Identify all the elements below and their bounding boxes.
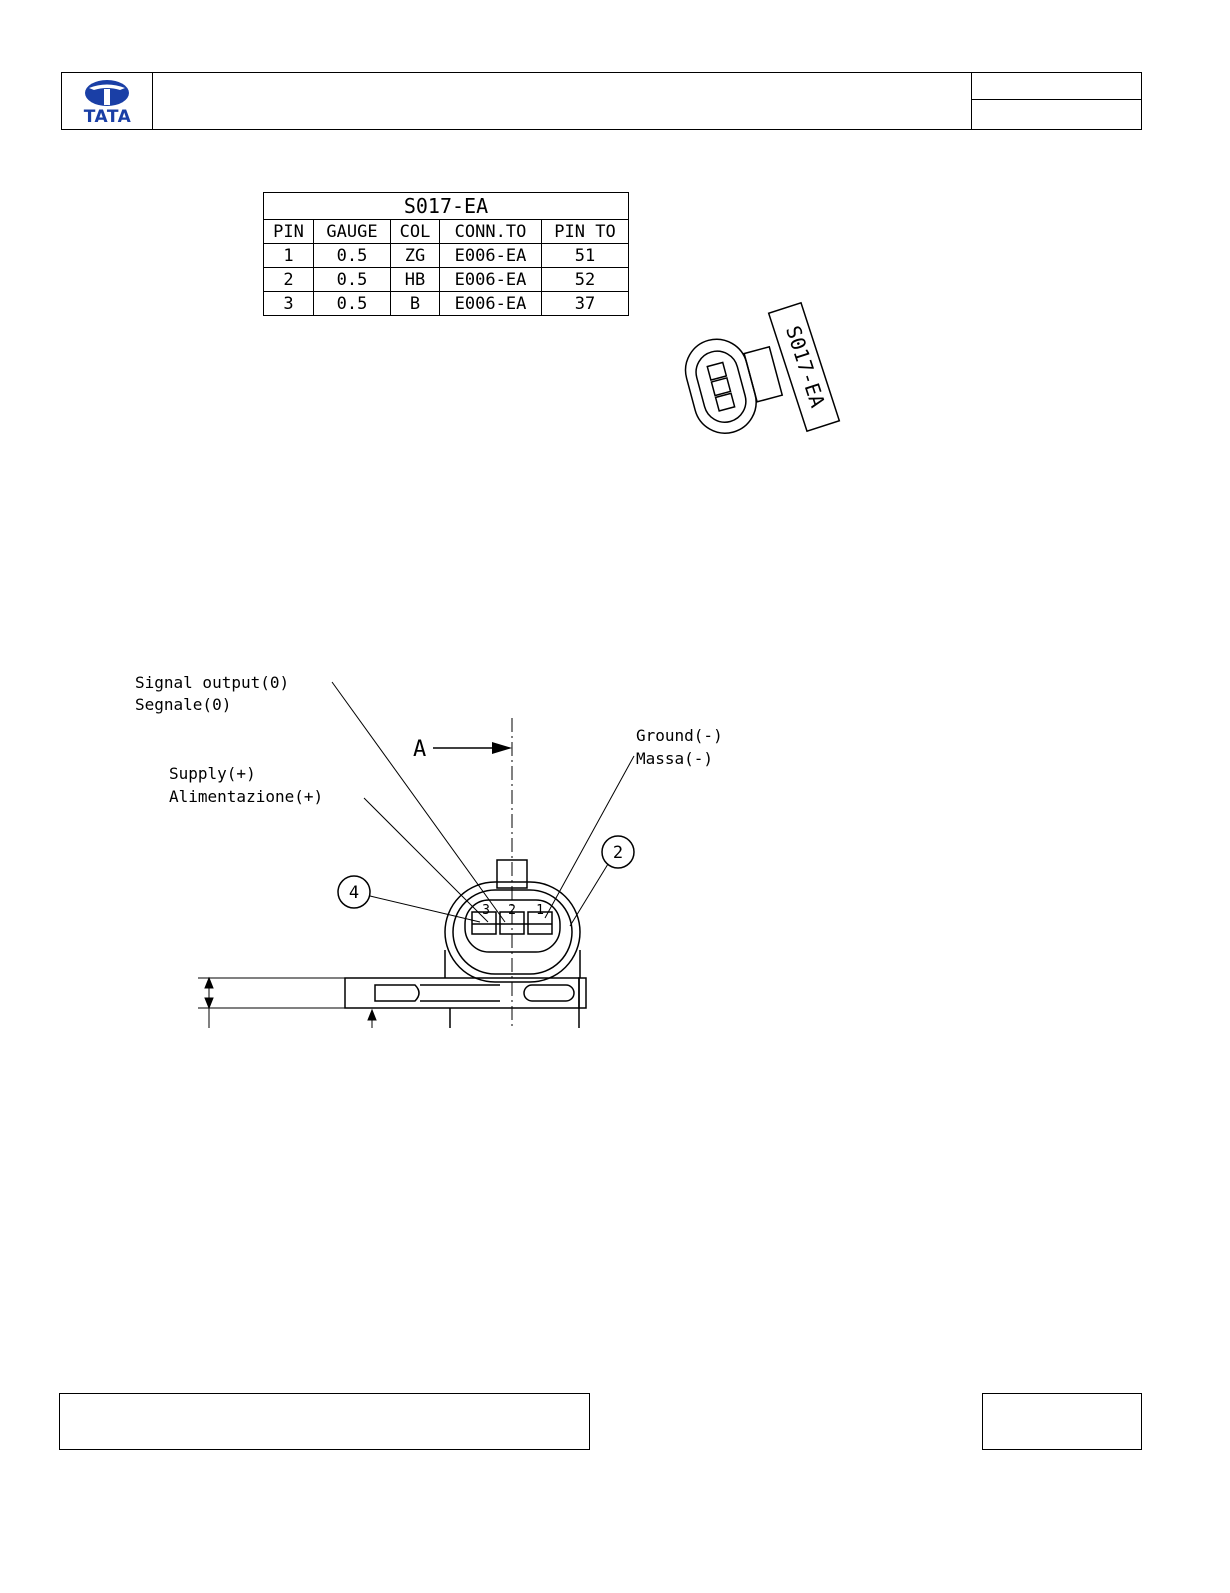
callout-4-circle: [337, 875, 371, 909]
cell-gauge: 0.5: [313, 243, 391, 268]
connector-sketch: S017-EA: [684, 301, 841, 434]
logo-cell: TATA: [62, 73, 153, 129]
header-divider: [972, 99, 1141, 100]
cell-col: ZG: [390, 243, 440, 268]
pin-cavity-3: [706, 361, 728, 381]
cell-pin-to: 52: [541, 267, 629, 292]
connector-latch: [743, 345, 784, 403]
sensor-drawing: Signal output(0) Segnale(0) Supply(+) Al…: [135, 673, 723, 1028]
connector-body: [684, 338, 757, 434]
supply-label: Supply(+): [169, 764, 256, 783]
table-row: 1 0.5 ZG E006-EA 51: [263, 243, 629, 268]
table-header-row: PIN GAUGE COL CONN.TO PIN TO: [263, 219, 629, 244]
signal-leader-line: [331, 681, 506, 923]
cell-pin: 1: [263, 243, 314, 268]
cell-pin: 3: [263, 291, 314, 316]
sensor-base: [344, 977, 587, 1028]
connector-inner: [695, 350, 747, 423]
cell-pin-to: 51: [541, 243, 629, 268]
cell-gauge: 0.5: [313, 291, 391, 316]
callout-4-number: 4: [349, 883, 359, 903]
supply-leader-line: [363, 797, 489, 923]
cell-conn-to: E006-EA: [439, 291, 542, 316]
view-a-label: A: [413, 737, 426, 762]
callout-2-circle: [601, 835, 635, 869]
pin-number-3: 3: [482, 903, 490, 918]
logo-wordmark: TATA: [83, 107, 132, 127]
document-header: TATA: [61, 72, 1142, 130]
cell-col: B: [390, 291, 440, 316]
connector-tag-box: [767, 301, 841, 433]
tata-logo-icon: [85, 80, 129, 106]
table-title: S017-EA: [263, 192, 629, 220]
cell-conn-to: E006-EA: [439, 243, 542, 268]
supply-label-it: Alimentazione(+): [169, 787, 323, 806]
pin-number-2: 2: [508, 903, 516, 918]
header-conn-to: CONN.TO: [439, 219, 542, 244]
signal-output-label-it: Segnale(0): [135, 695, 231, 714]
cell-pin: 2: [263, 267, 314, 292]
height-dimension: [198, 976, 377, 1028]
pin-cavity-2: [710, 376, 732, 397]
table-row: 3 0.5 B E006-EA 37: [263, 291, 629, 316]
callout-2-leader: [569, 863, 609, 927]
table-row: 2 0.5 HB E006-EA 52: [263, 267, 629, 292]
header-pin-to: PIN TO: [541, 219, 629, 244]
footer-right-cell: [982, 1393, 1142, 1450]
ground-label-it: Massa(-): [636, 749, 713, 768]
header-col: COL: [390, 219, 440, 244]
callout-4-leader: [369, 895, 481, 923]
pin-number-1: 1: [536, 903, 544, 918]
header-gauge: GAUGE: [313, 219, 391, 244]
callout-2-number: 2: [613, 843, 623, 863]
cell-gauge: 0.5: [313, 267, 391, 292]
footer-left-cell: [59, 1393, 590, 1450]
header-info-cell: [971, 73, 1141, 129]
cell-pin-to: 37: [541, 291, 629, 316]
connector-pin-table: S017-EA PIN GAUGE COL CONN.TO PIN TO 1 0…: [263, 192, 629, 316]
header-pin: PIN: [263, 219, 314, 244]
signal-output-label: Signal output(0): [135, 673, 289, 692]
view-a-arrowhead: [492, 742, 512, 754]
connector-housing: [444, 859, 581, 983]
cell-conn-to: E006-EA: [439, 267, 542, 292]
ground-label: Ground(-): [636, 726, 723, 745]
pin-cavity-1: [714, 392, 736, 412]
cell-col: HB: [390, 267, 440, 292]
